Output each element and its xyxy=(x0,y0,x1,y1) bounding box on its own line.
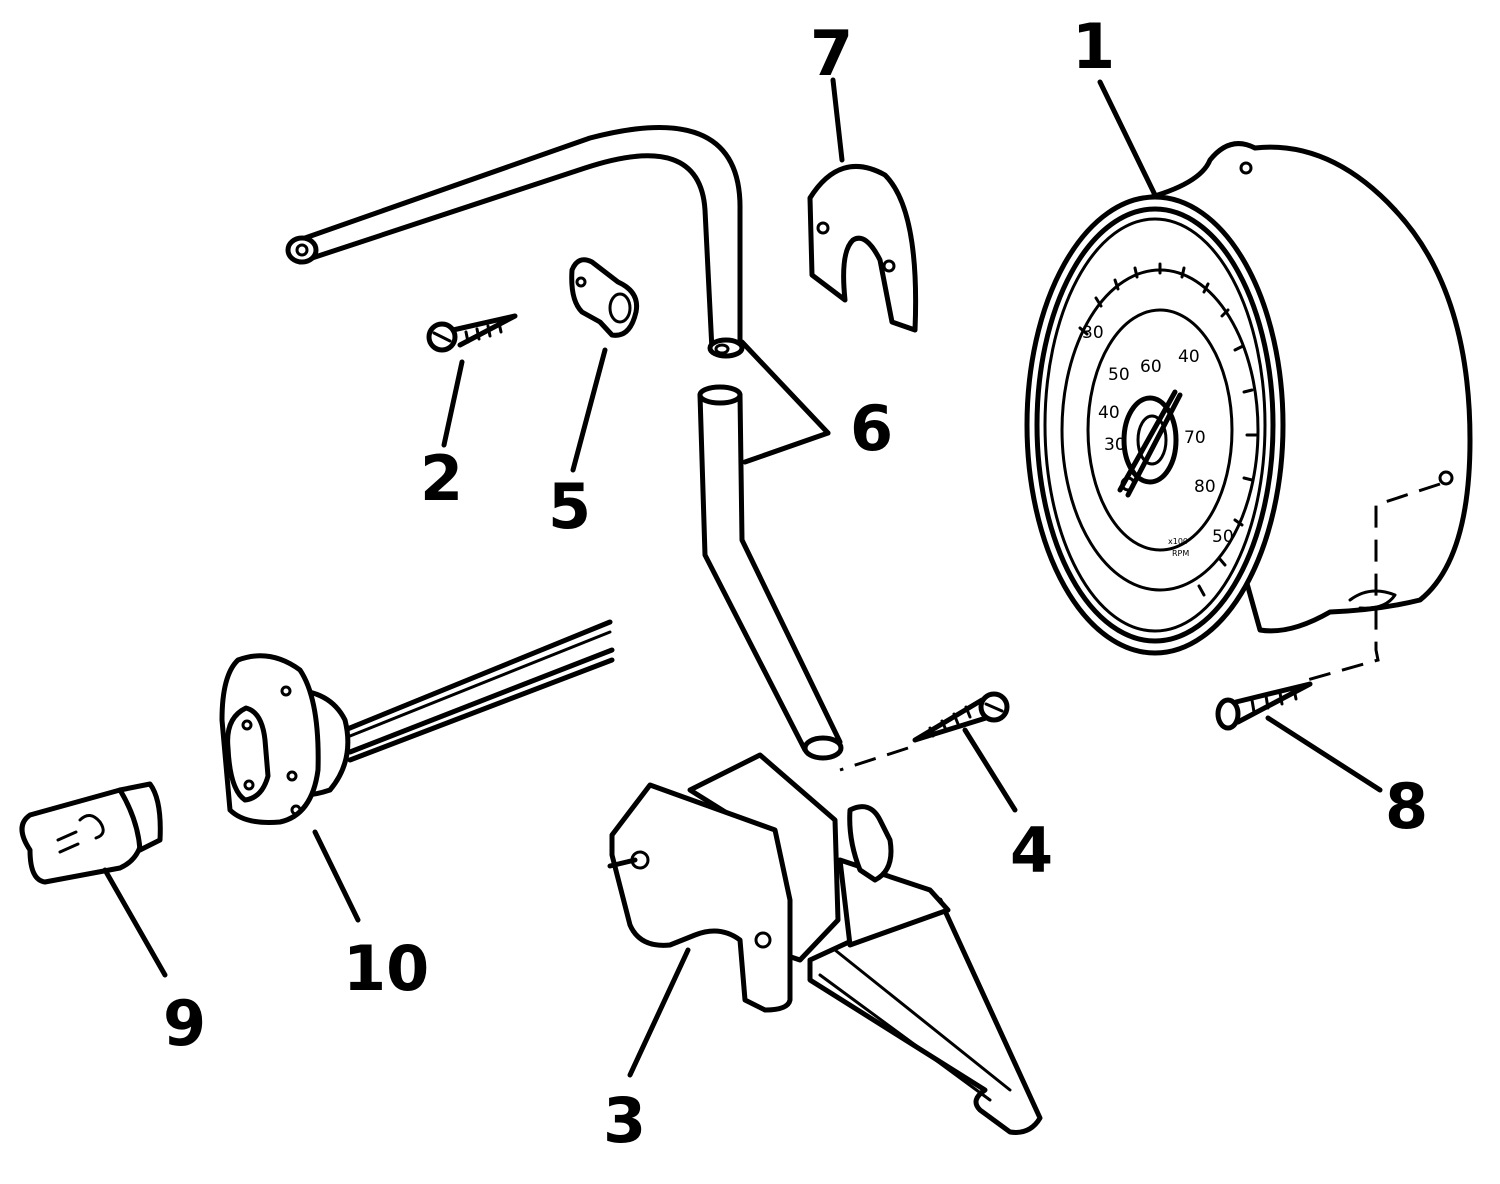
dial-outer-label: 40 xyxy=(1178,347,1200,367)
speedometer-gauge: 30 40 50 60 70 80 50 40 30 x100 RPM xyxy=(1024,141,1473,656)
callout-8: 8 xyxy=(1385,770,1428,843)
leader-8 xyxy=(1265,715,1383,793)
callout-7: 7 xyxy=(810,17,853,90)
callout-10: 10 xyxy=(343,932,429,1005)
dial-outer-label: 70 xyxy=(1184,428,1206,448)
leader-2 xyxy=(441,359,465,448)
leader-6a xyxy=(739,339,831,436)
dial-inner-label: 30 xyxy=(1104,435,1126,455)
mounting-path-4 xyxy=(839,746,909,772)
leader-4 xyxy=(962,727,1018,813)
screw-2 xyxy=(426,313,518,353)
mounting-bracket xyxy=(807,164,919,333)
leader-10 xyxy=(312,829,361,923)
leader-6b xyxy=(742,430,831,465)
screw-4 xyxy=(912,691,1010,743)
callout-9: 9 xyxy=(163,987,206,1060)
lamp-bulb xyxy=(19,781,163,885)
mounting-path-8 xyxy=(1299,482,1441,684)
callout-5: 5 xyxy=(548,470,591,543)
leader-3 xyxy=(627,947,691,1078)
callout-4: 4 xyxy=(1010,814,1053,887)
hose-lower xyxy=(697,384,844,761)
dial-outer-label: 30 xyxy=(1082,323,1104,343)
callout-2: 2 xyxy=(420,442,463,515)
dial-outer-label: 80 xyxy=(1194,477,1216,497)
leader-1 xyxy=(1097,79,1158,198)
hose-upper xyxy=(285,125,745,359)
callout-6: 6 xyxy=(850,392,893,465)
leader-5 xyxy=(570,347,608,473)
dial-outer-label: 60 xyxy=(1140,357,1162,377)
lamp-socket xyxy=(219,619,615,825)
dial-inner-label: 40 xyxy=(1098,403,1120,423)
callout-3: 3 xyxy=(603,1084,646,1157)
dial-outer-label: 50 xyxy=(1108,365,1130,385)
callout-1: 1 xyxy=(1072,10,1115,83)
dial-outer-label: 50 xyxy=(1212,527,1234,547)
hose-clip xyxy=(569,257,640,338)
dial-unit-label: x100 xyxy=(1168,537,1188,546)
screw-8 xyxy=(1215,681,1313,731)
leader-9 xyxy=(102,867,168,978)
dial-unit-label: RPM xyxy=(1172,549,1189,558)
sender-assembly xyxy=(607,752,1043,1135)
leader-7 xyxy=(830,77,845,163)
